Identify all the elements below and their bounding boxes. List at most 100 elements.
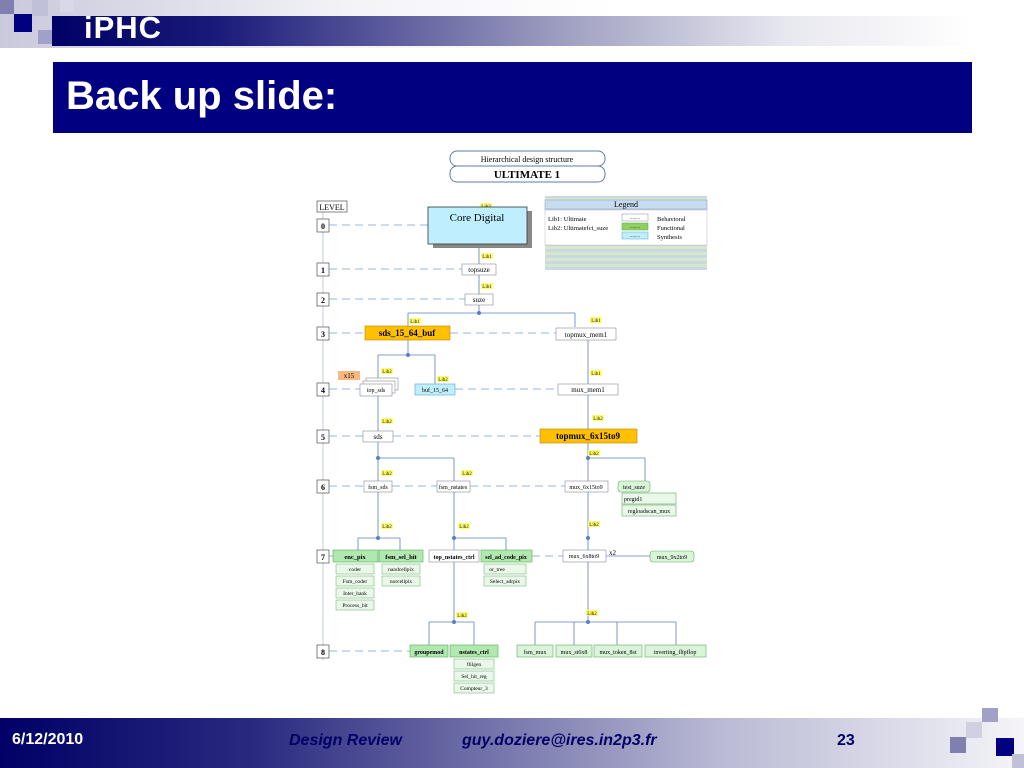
node-topsuze: topsuze (461, 263, 497, 276)
level-number: 6 (321, 483, 325, 492)
node-topmux-mem1: topmux_mem1 (555, 327, 617, 341)
legend-swatch-text: ........ (630, 225, 640, 230)
node-norcellpix: norcellpix (381, 575, 421, 587)
legend-title: Legend (614, 200, 638, 209)
footer-square (982, 708, 998, 722)
lib-tags: Lib2 Lib1 Lib1 Lib1 Lib1 Lib2 Lib2 Lib1 … (381, 203, 604, 619)
node-label: mux_6x8to9 (569, 554, 599, 560)
node-test-suze: test_suze (617, 480, 651, 493)
node-mux-st6x8: mux_st6x8 (555, 644, 593, 658)
lib-tag: Lib2 (588, 521, 600, 528)
node-nstates-ctrl: nstates_ctrl (449, 644, 499, 658)
footer-date: 6/12/2010 (12, 731, 84, 748)
node-regloadscan-mux: regloadscan_mux (621, 504, 677, 517)
node-fsm-nstates: fsm_nstates (436, 480, 471, 493)
node-label: Process_bit (342, 603, 368, 609)
lib-tag-text: Lib1 (410, 320, 420, 325)
node-label: buf_15_64 (422, 387, 448, 394)
lib-tag: Lib1 (590, 317, 602, 324)
node-mux-6x15to9: mux_6x15to9 (564, 480, 609, 493)
title-bar (53, 62, 972, 133)
lib-tag: Lib1 (481, 253, 493, 260)
level-header-box (316, 200, 348, 213)
node-groupemod: groupemod (409, 644, 449, 658)
level-row-6: 6 (316, 479, 565, 494)
node-label: sel_ad_code_pix (485, 555, 527, 561)
logo-square (0, 0, 14, 14)
footer-square (1012, 754, 1024, 768)
level-number: 4 (321, 386, 325, 395)
node-label: mux_st6x8 (561, 650, 588, 656)
node-label: enc_pix (344, 554, 366, 561)
level-header: LEVEL (319, 203, 344, 212)
lib-tag-text: Lib2 (382, 472, 392, 477)
lib-tag-text: Lib1 (482, 285, 492, 290)
lib-tag-text: Lib2 (459, 525, 469, 530)
legend-item-behavioral: Behavioral (657, 216, 686, 223)
level-row-2: 2 (316, 292, 465, 307)
lib-tag: Lib1 (481, 283, 493, 290)
node-label: sds (374, 433, 383, 441)
node-label: suze (473, 296, 485, 304)
node-label: fsm_sds (368, 484, 388, 491)
lib-tag: Lib1 (409, 318, 421, 325)
node-top-nstates-ctrl: top_nstates_ctrl (428, 549, 480, 563)
node-process-bit: Process_bit (335, 599, 375, 611)
node-label: topsuze (468, 266, 489, 274)
lib-tag-text: Lib2 (593, 417, 603, 422)
node-sel-hit-reg: Sel_hit_reg (453, 670, 495, 682)
footer-event: Design Review (289, 732, 402, 749)
node-label: regloadscan_mux (628, 509, 670, 515)
junction-dots (376, 311, 590, 624)
lib-tag-text: Lib1 (591, 372, 601, 377)
logo-square (60, 0, 74, 12)
node-mux-mem1: mux_mem1 (557, 383, 619, 396)
node-label: topmux_6x15to9 (556, 431, 621, 441)
node-sds-15-64-buf: sds_15_64_buf (364, 325, 451, 341)
node-enc-pix: enc_pix (332, 549, 379, 563)
legend-swatch-synthesis (621, 231, 649, 240)
lib-tag: Lib2 (437, 376, 449, 383)
diagram-title-box (449, 165, 606, 183)
level-number: 3 (321, 330, 325, 339)
node-coder: coder (335, 563, 375, 575)
node-fsm-sel-hit: fsm_sel_hit (378, 549, 424, 563)
lib-tag: Lib2 (586, 610, 598, 617)
level-row-1: 1 (316, 262, 462, 277)
level-row-8: 8 (316, 644, 410, 659)
node-buf-15-64: buf_15_64 (414, 383, 456, 396)
legend-lib2: Lib2: Ultimatefct_suze (548, 225, 608, 232)
level-number: 5 (321, 433, 325, 442)
logo-square (32, 0, 48, 16)
lib-tag-text: Lib2 (589, 452, 599, 457)
node-sel-ad-code-pix: sel_ad_code_pix (480, 549, 533, 563)
header-strip (52, 16, 972, 46)
node-label: top_nstates_ctrl (434, 555, 475, 561)
legend-item-synthesis: Synthesis (657, 234, 682, 241)
legend-swatch-behavioral (621, 213, 649, 222)
level-number: 2 (321, 296, 325, 305)
tag-x2: x2 (609, 549, 617, 557)
footer-square (966, 722, 982, 738)
node-label: flilgen (467, 661, 482, 668)
lib-tag-text: Lib2 (587, 612, 597, 617)
node-nandcellpix: nandcellpix (381, 563, 421, 575)
node-label: inverting_flipflop (654, 649, 697, 656)
logo-square (38, 30, 52, 44)
node-label: groupemod (414, 650, 444, 656)
lib-tag-text: Lib2 (382, 370, 392, 375)
tag-x15: x15 (338, 371, 360, 380)
legend-swatch-text: ........ (630, 234, 640, 239)
node-compteur-3: Compteur_3 (453, 682, 495, 694)
node-label: Compteur_3 (460, 686, 488, 692)
level-row-5: 5 (316, 429, 540, 444)
lib-tag-text: Lib2 (382, 525, 392, 530)
lib-tag-text: Lib2 (438, 378, 448, 383)
diagram-title: ULTIMATE 1 (494, 169, 560, 181)
node-pregtd1: pregtd1 (621, 492, 677, 505)
node-label: norcellpix (390, 579, 413, 585)
legend-header (544, 199, 708, 210)
level-row-4: 4 (316, 382, 558, 397)
level-row-0: 0 (316, 218, 428, 233)
node-label: fsm_sel_hit (385, 554, 417, 561)
